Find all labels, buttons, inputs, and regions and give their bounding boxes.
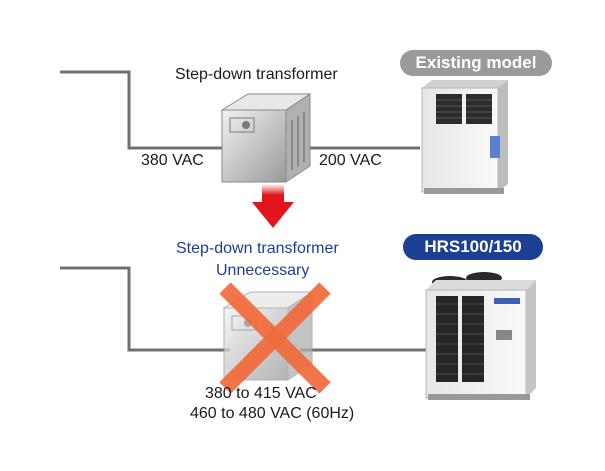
bottom-voltage-line1: 380 to 415 VAC	[205, 385, 317, 402]
top-transformer-label: Step-down transformer	[175, 66, 338, 83]
cross-icon	[219, 282, 331, 394]
top-output-voltage: 200 VAC	[319, 152, 382, 169]
transformer-icon	[220, 93, 312, 183]
existing-model-badge: Existing model	[400, 50, 552, 76]
new-chiller-icon	[425, 272, 536, 400]
existing-chiller-icon	[421, 80, 508, 194]
unnecessary-note-line2: Unnecessary	[216, 262, 310, 279]
top-input-voltage: 380 VAC	[141, 152, 204, 169]
hrs-model-badge: HRS100/150	[403, 234, 543, 260]
bottom-voltage-line2: 460 to 480 VAC (60Hz)	[190, 405, 355, 422]
top-power-line	[60, 70, 420, 150]
bottom-power-line	[60, 266, 428, 352]
arrow-down-icon	[252, 184, 294, 228]
unnecessary-note-line1: Step-down transformer	[176, 240, 339, 257]
